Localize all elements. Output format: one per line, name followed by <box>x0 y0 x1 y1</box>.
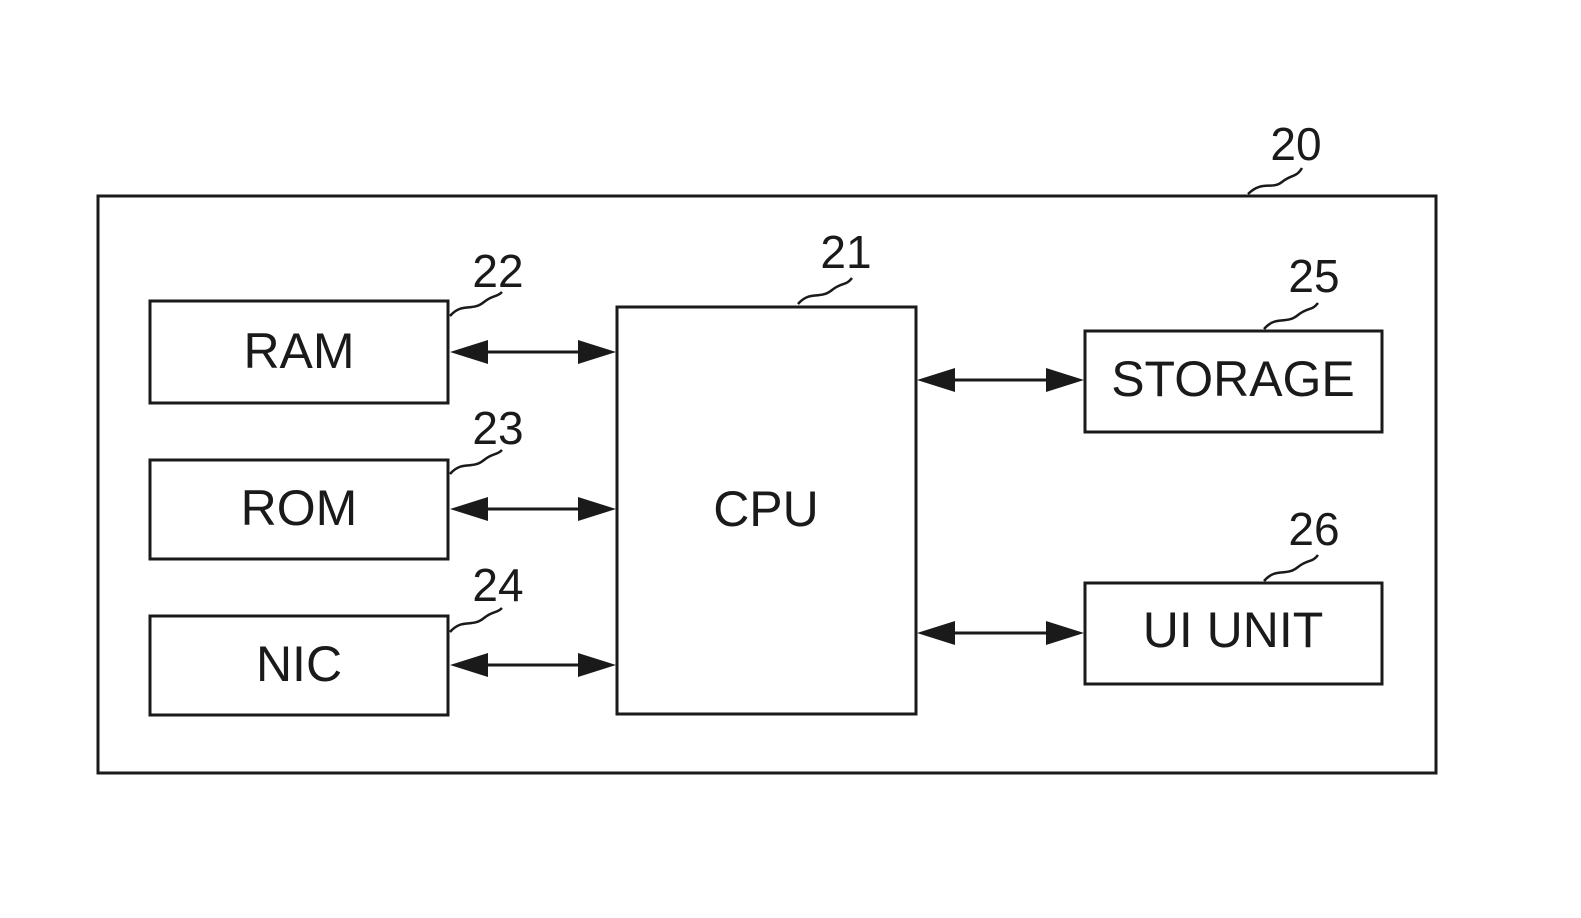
cpu-ref-leader <box>798 278 852 304</box>
ui-unit-ref-numeral: 26 <box>1288 503 1339 555</box>
arrow-rom-cpu <box>450 497 616 521</box>
nic-label: NIC <box>256 636 342 692</box>
storage-ref-leader <box>1264 303 1318 329</box>
device-ref-leader <box>1248 168 1302 194</box>
ram-label: RAM <box>243 323 354 379</box>
nic-ref-numeral: 24 <box>472 559 523 611</box>
ui-unit-ref-leader <box>1264 555 1318 581</box>
device-ref-numeral: 20 <box>1270 118 1321 170</box>
cpu-label: CPU <box>713 481 819 537</box>
nic-ref-leader <box>450 608 502 632</box>
cpu-ref-numeral: 21 <box>820 226 871 278</box>
arrow-ram-cpu <box>450 340 616 364</box>
ui-unit-label: UI UNIT <box>1143 602 1324 658</box>
arrow-cpu-storage <box>917 368 1084 392</box>
rom-label: ROM <box>241 480 358 536</box>
arrow-cpu-ui-unit <box>917 621 1084 645</box>
storage-ref-numeral: 25 <box>1288 250 1339 302</box>
ram-ref-numeral: 22 <box>472 245 523 297</box>
storage-label: STORAGE <box>1111 351 1355 407</box>
rom-ref-numeral: 23 <box>472 402 523 454</box>
arrow-nic-cpu <box>450 653 616 677</box>
